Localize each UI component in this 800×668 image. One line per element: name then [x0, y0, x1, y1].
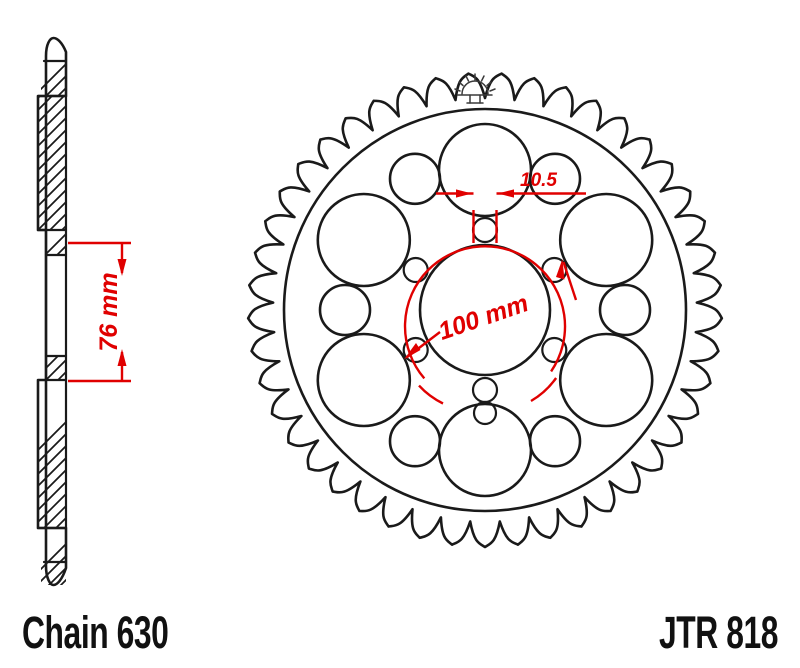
large-hole: [558, 332, 654, 428]
bolt-hole: [402, 336, 429, 364]
part-number-label: JTR 818: [659, 609, 778, 659]
medium-hole: [528, 152, 582, 206]
medium-hole: [388, 414, 442, 468]
dim76-arrow-bottom: [117, 349, 127, 366]
chain-label: Chain 630: [22, 609, 168, 659]
side-section-view: [36, 36, 68, 587]
dim76-arrow-top: [117, 259, 127, 276]
bolt-hole-dimension-10-5: 10.5: [436, 170, 586, 243]
center-bore: [418, 243, 552, 377]
medium-hole: [598, 283, 652, 337]
sprocket-body-circle: [282, 107, 688, 513]
bcd-arrow-left: [404, 343, 421, 360]
dim76-label: 76 mm: [95, 272, 123, 351]
medium-hole: [318, 283, 372, 337]
dim105-label: 10.5: [520, 170, 557, 191]
large-hole: [316, 332, 412, 428]
dim105-arrow-right: [498, 189, 514, 198]
dim105-arrow-left: [456, 189, 472, 198]
thickness-dimension-76mm: 76 mm: [68, 241, 131, 383]
bolt-hole: [471, 376, 499, 404]
sunburst-stamp-icon: [454, 73, 496, 104]
bcd-arc-lower-right: [530, 377, 558, 403]
medium-holes-group: [318, 152, 652, 468]
face-view: [246, 72, 724, 549]
hatch-bottom-body: [38, 380, 66, 528]
hatch-top-body: [38, 96, 66, 230]
bcd-arc-upper: [403, 245, 567, 380]
medium-hole: [528, 414, 582, 468]
large-hole: [316, 192, 412, 288]
caption-row: Chain 630 JTR 818: [22, 609, 778, 659]
bolt-hole: [541, 336, 568, 364]
bcd-arc-lower-left: [418, 384, 444, 405]
sprocket-toothed-rim: [246, 72, 724, 549]
large-hole: [558, 192, 654, 288]
bcd-arrow-right: [556, 259, 565, 280]
bcd-leader-right: [562, 261, 578, 301]
medium-hole: [388, 152, 442, 206]
